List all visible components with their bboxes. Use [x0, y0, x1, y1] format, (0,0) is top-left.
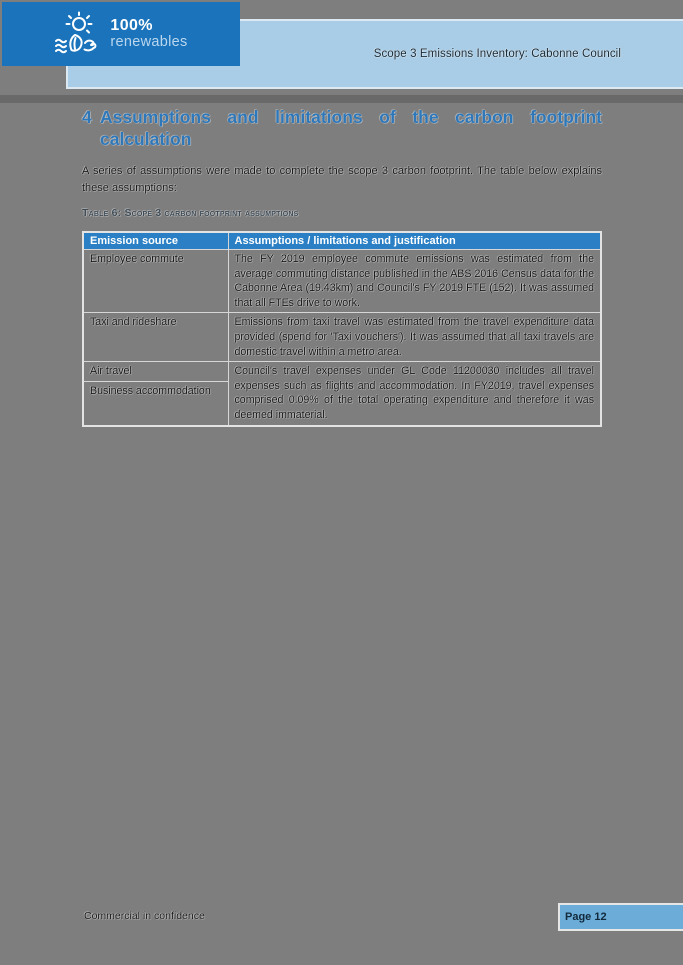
table-row: Taxi and rideshare Emissions from taxi t…	[82, 312, 602, 363]
assumptions-table: Emission source Assumptions / limitation…	[82, 231, 602, 427]
page-content: 4 Assumptions and limitations of the car…	[82, 106, 602, 427]
table-row: Business accommodation	[82, 380, 601, 427]
document-title: Scope 3 Emissions Inventory: Cabonne Cou…	[373, 48, 621, 60]
intro-paragraph: A series of assumptions were made to com…	[82, 165, 602, 194]
logo-wordmark: 100% renewables	[110, 16, 188, 50]
page-number-label: Page 12	[565, 911, 607, 923]
cell-justification: Emissions from taxi travel was estimated…	[227, 312, 602, 363]
cell-emission-source: Employee commute	[82, 248, 229, 314]
cell-justification: The FY 2019 employee commute emissions w…	[227, 248, 602, 314]
cell-emission-source: Taxi and rideshare	[82, 312, 229, 363]
confidentiality-notice: Commercial in confidence	[84, 910, 205, 922]
cell-justification: Council's travel expenses under GL Code …	[227, 361, 602, 427]
table-header-row: Emission source Assumptions / limitation…	[82, 231, 602, 250]
column-header-emission-source: Emission source	[82, 231, 229, 250]
sun-leaf-waves-wind-icon	[55, 11, 97, 54]
table-row: Employee commute The FY 2019 employee co…	[82, 248, 602, 314]
column-header-assumptions: Assumptions / limitations and justificat…	[227, 231, 602, 250]
section-number: 4	[82, 107, 92, 127]
page-number-box: Page 12	[558, 903, 683, 931]
header-separator-bar	[0, 95, 683, 103]
logo-text-renewables: renewables	[110, 33, 188, 50]
table-row: Air travel Council's travel expenses und…	[82, 361, 602, 427]
table-caption: Table 6: Scope 3 carbon footprint assump…	[82, 207, 299, 219]
logo-text-100: 100%	[110, 16, 153, 34]
cell-emission-source: Air travel	[82, 361, 229, 382]
section-heading: 4 Assumptions and limitations of the car…	[82, 106, 602, 150]
cell-emission-source: Business accommodation	[82, 380, 229, 427]
renewables-logo: 100% renewables	[2, 2, 240, 66]
section-title: Assumptions and limitations of the carbo…	[100, 107, 602, 149]
